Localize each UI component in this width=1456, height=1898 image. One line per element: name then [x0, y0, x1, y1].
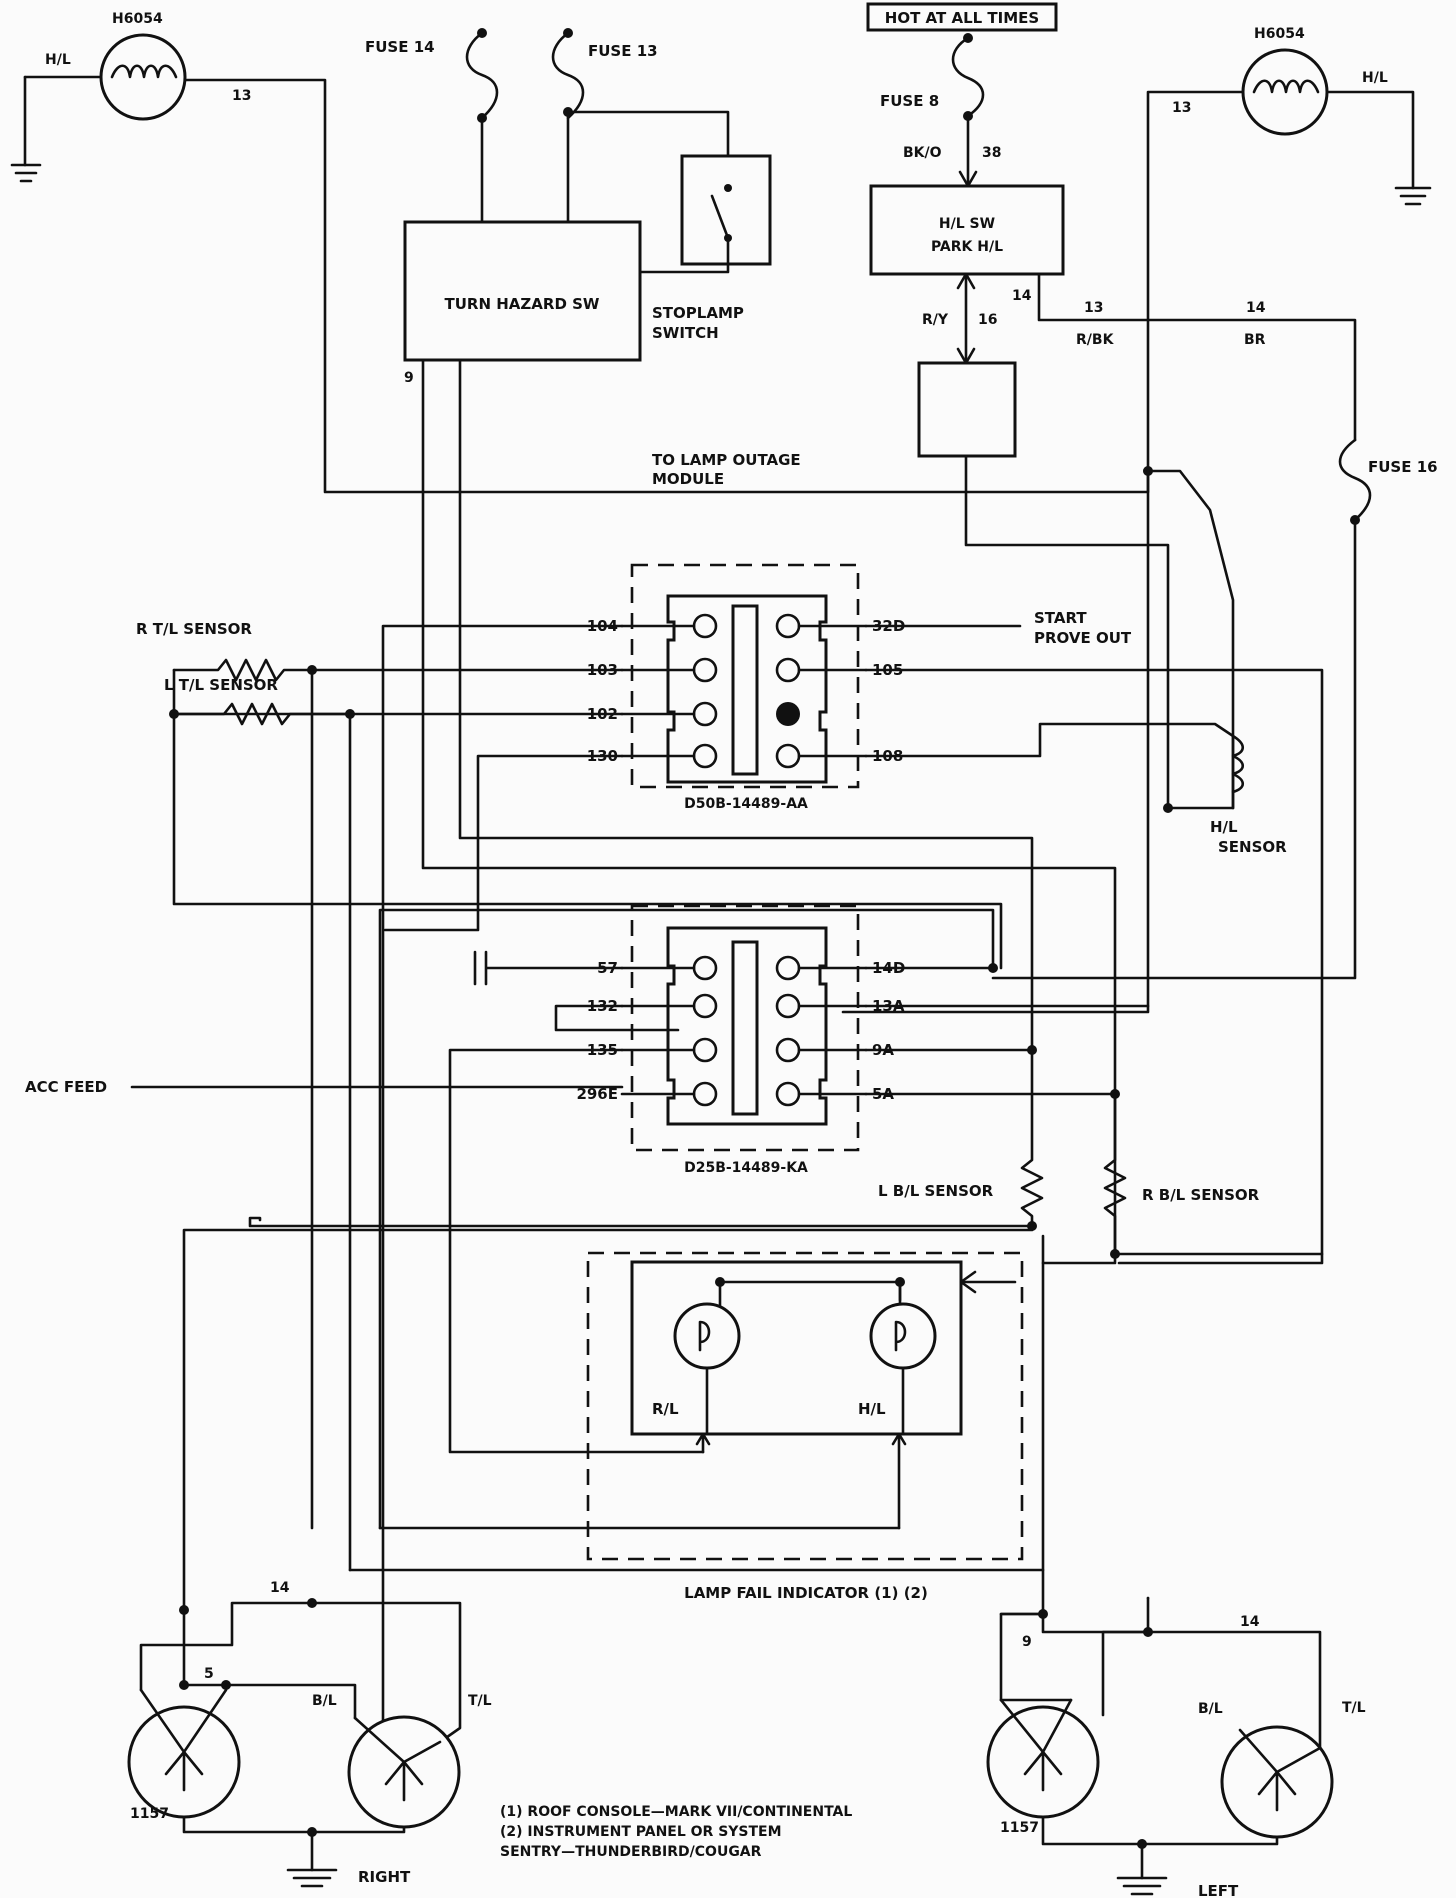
module-2-dashed-outline	[630, 904, 860, 1152]
m2-pin-296e: 296E	[576, 1085, 618, 1103]
outage-label-1: TO LAMP OUTAGE	[652, 451, 801, 469]
hl-sensor-label-1: H/L	[1210, 818, 1238, 836]
wire-13-right: 13	[1172, 100, 1191, 116]
stoplamp-label-1: STOPLAMP	[652, 304, 744, 322]
right-bulb-code: 1157	[130, 1806, 169, 1822]
hl-indicator-label: H/L	[858, 1400, 886, 1418]
wire-ry-label: R/Y	[922, 312, 949, 328]
indicator-caption: LAMP FAIL INDICATOR (1) (2)	[684, 1584, 928, 1602]
wire-9-label: 9	[404, 370, 414, 386]
hl-label-right: H/L	[1362, 70, 1388, 86]
rbl-sensor-label: R B/L SENSOR	[1142, 1186, 1260, 1204]
ground-symbol-left	[1116, 1876, 1168, 1896]
connector-d50b	[666, 594, 828, 784]
note-3: SENTRY—THUNDERBIRD/COUGAR	[500, 1844, 762, 1860]
fuse-8-label: FUSE 8	[880, 92, 939, 110]
ground-symbol-top-right	[1394, 186, 1432, 206]
rl-indicator-label: R/L	[652, 1400, 679, 1418]
hot-at-all-times-box	[866, 2, 1058, 32]
headlamp-code-right: H6054	[1254, 26, 1305, 42]
note-2: (2) INSTRUMENT PANEL OR SYSTEM	[500, 1824, 782, 1840]
fuse-14-label: FUSE 14	[365, 38, 435, 56]
start-prove-label-1: START	[1034, 609, 1087, 627]
capacitor-57	[473, 950, 624, 986]
wire-br-label: BR	[1244, 332, 1266, 348]
wire-13-label-b: 13	[1084, 300, 1103, 316]
rtl-sensor-label: R T/L SENSOR	[136, 620, 252, 638]
wire-38-label: 38	[982, 145, 1001, 161]
module-2-part-number: D25B-14489-KA	[684, 1160, 808, 1176]
wire-bko-label: BK/O	[903, 145, 942, 161]
right-bl-label: B/L	[312, 1693, 337, 1709]
wire-rbk-label: R/BK	[1076, 332, 1115, 348]
left-wire-14: 14	[1240, 1614, 1260, 1630]
turn-hazard-switch	[403, 220, 642, 362]
right-bulb-1157-b	[347, 1715, 461, 1829]
left-bulb-code: 1157	[1000, 1820, 1039, 1836]
module-1-dashed-outline	[630, 563, 860, 789]
hl-switch-label-1: H/L SW	[939, 216, 995, 232]
left-bl-label: B/L	[1198, 1701, 1223, 1717]
hot-at-all-times-label: HOT AT ALL TIMES	[885, 9, 1039, 27]
acc-feed-label: ACC FEED	[25, 1078, 107, 1096]
lbl-sensor-label: L B/L SENSOR	[878, 1182, 994, 1200]
rl-indicator-bulb	[673, 1302, 741, 1370]
wire-14-label-c: 14	[1246, 300, 1266, 316]
ltl-sensor-label: L T/L SENSOR	[164, 676, 278, 694]
wire-13-left: 13	[232, 88, 251, 104]
left-headlamp: H6054	[99, 11, 187, 121]
left-tl-label: T/L	[1342, 1700, 1366, 1716]
ground-symbol-top-left	[10, 163, 42, 183]
right-bulb-1157-a	[127, 1688, 241, 1819]
left-bulb-1157-b	[1220, 1725, 1334, 1839]
hl-switch-label-2: PARK H/L	[931, 239, 1003, 255]
indicator-dashed-outline	[586, 1251, 1024, 1561]
headlamp-code: H6054	[112, 11, 163, 27]
connector-d25b	[666, 926, 828, 1126]
stoplamp-label-2: SWITCH	[652, 324, 719, 342]
right-tl-label: T/L	[468, 1693, 492, 1709]
right-wire-14: 14	[270, 1580, 290, 1596]
start-prove-label-2: PROVE OUT	[1034, 629, 1132, 647]
left-side-label: LEFT	[1198, 1882, 1239, 1898]
hl-label-left: H/L	[45, 52, 71, 68]
right-headlamp: H6054	[1241, 26, 1329, 136]
stoplamp-switch	[680, 154, 772, 266]
note-1: (1) ROOF CONSOLE—MARK VII/CONTINENTAL	[500, 1804, 852, 1820]
hl-sensor-label-2: SENSOR	[1218, 838, 1287, 856]
left-bulb-1157-a	[986, 1698, 1100, 1819]
left-wire-9: 9	[1022, 1634, 1032, 1650]
ground-symbol-right	[286, 1868, 338, 1888]
module-1-part-number: D50B-14489-AA	[684, 796, 808, 812]
fuse-13-label: FUSE 13	[588, 42, 658, 60]
flasher-relay	[917, 361, 1017, 458]
hl-indicator-bulb	[869, 1302, 937, 1370]
outage-label-2: MODULE	[652, 470, 724, 488]
turn-hazard-label: TURN HAZARD SW	[445, 295, 600, 313]
fuse-16-label: FUSE 16	[1368, 458, 1438, 476]
wire-16-label: 16	[978, 312, 997, 328]
right-side-label: RIGHT	[358, 1868, 411, 1886]
right-wire-5: 5	[204, 1666, 214, 1682]
wire-14-label-a: 14	[1012, 288, 1032, 304]
